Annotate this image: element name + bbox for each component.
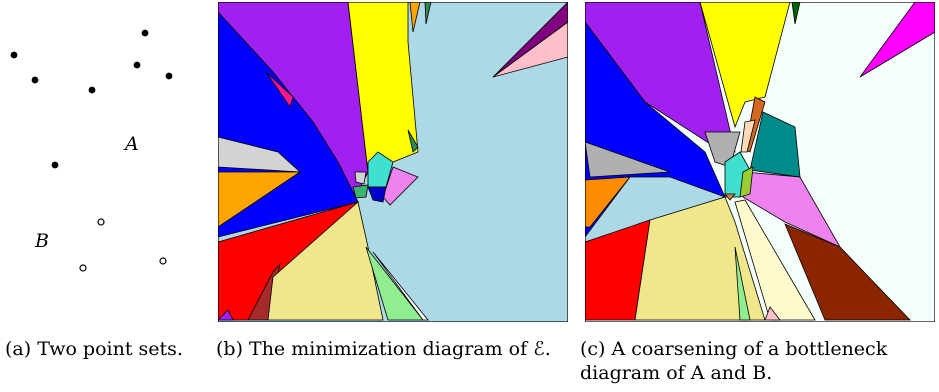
region bbox=[791, 2, 801, 25]
panel-minimization-diagram bbox=[218, 2, 568, 322]
point-a bbox=[10, 51, 18, 59]
region bbox=[409, 2, 421, 33]
point-b bbox=[79, 264, 87, 272]
point-a bbox=[141, 29, 149, 37]
point-b bbox=[159, 257, 167, 265]
region bbox=[749, 111, 801, 178]
region bbox=[247, 262, 281, 321]
caption-a: (a) Two point sets. bbox=[5, 338, 183, 360]
region bbox=[265, 71, 294, 108]
label-b: B bbox=[35, 230, 49, 252]
point-a bbox=[133, 61, 141, 69]
point-sets-figure bbox=[10, 29, 173, 272]
panel-bottleneck-diagram bbox=[585, 2, 935, 322]
region bbox=[218, 309, 234, 321]
bottleneck-diagram bbox=[585, 2, 935, 322]
point-a bbox=[31, 76, 39, 84]
caption-c: (c) A coarsening of a bottleneck diagram… bbox=[580, 338, 888, 384]
region bbox=[734, 199, 816, 321]
region bbox=[372, 251, 429, 321]
region bbox=[492, 21, 568, 78]
region bbox=[585, 141, 671, 178]
point-a bbox=[51, 161, 59, 169]
region bbox=[859, 2, 935, 78]
region bbox=[734, 246, 751, 321]
label-a: A bbox=[125, 133, 139, 155]
region bbox=[585, 176, 631, 228]
point-b bbox=[97, 218, 105, 226]
region bbox=[424, 2, 432, 25]
region bbox=[784, 223, 911, 321]
region bbox=[585, 176, 727, 243]
region bbox=[407, 129, 419, 153]
region bbox=[354, 171, 367, 185]
region bbox=[367, 151, 394, 188]
region bbox=[352, 184, 369, 199]
minimization-diagram bbox=[218, 2, 568, 322]
region bbox=[367, 186, 387, 203]
region bbox=[764, 306, 781, 321]
caption-b: (b) The minimization diagram of ℰ. bbox=[216, 338, 551, 360]
region bbox=[267, 201, 384, 321]
region bbox=[634, 196, 766, 321]
region bbox=[739, 166, 754, 198]
region bbox=[365, 246, 424, 321]
region bbox=[740, 119, 756, 153]
point-a bbox=[88, 86, 96, 94]
region bbox=[218, 171, 302, 228]
region bbox=[724, 193, 736, 201]
point-a bbox=[165, 72, 173, 80]
panel-point-sets: A B bbox=[0, 0, 200, 330]
